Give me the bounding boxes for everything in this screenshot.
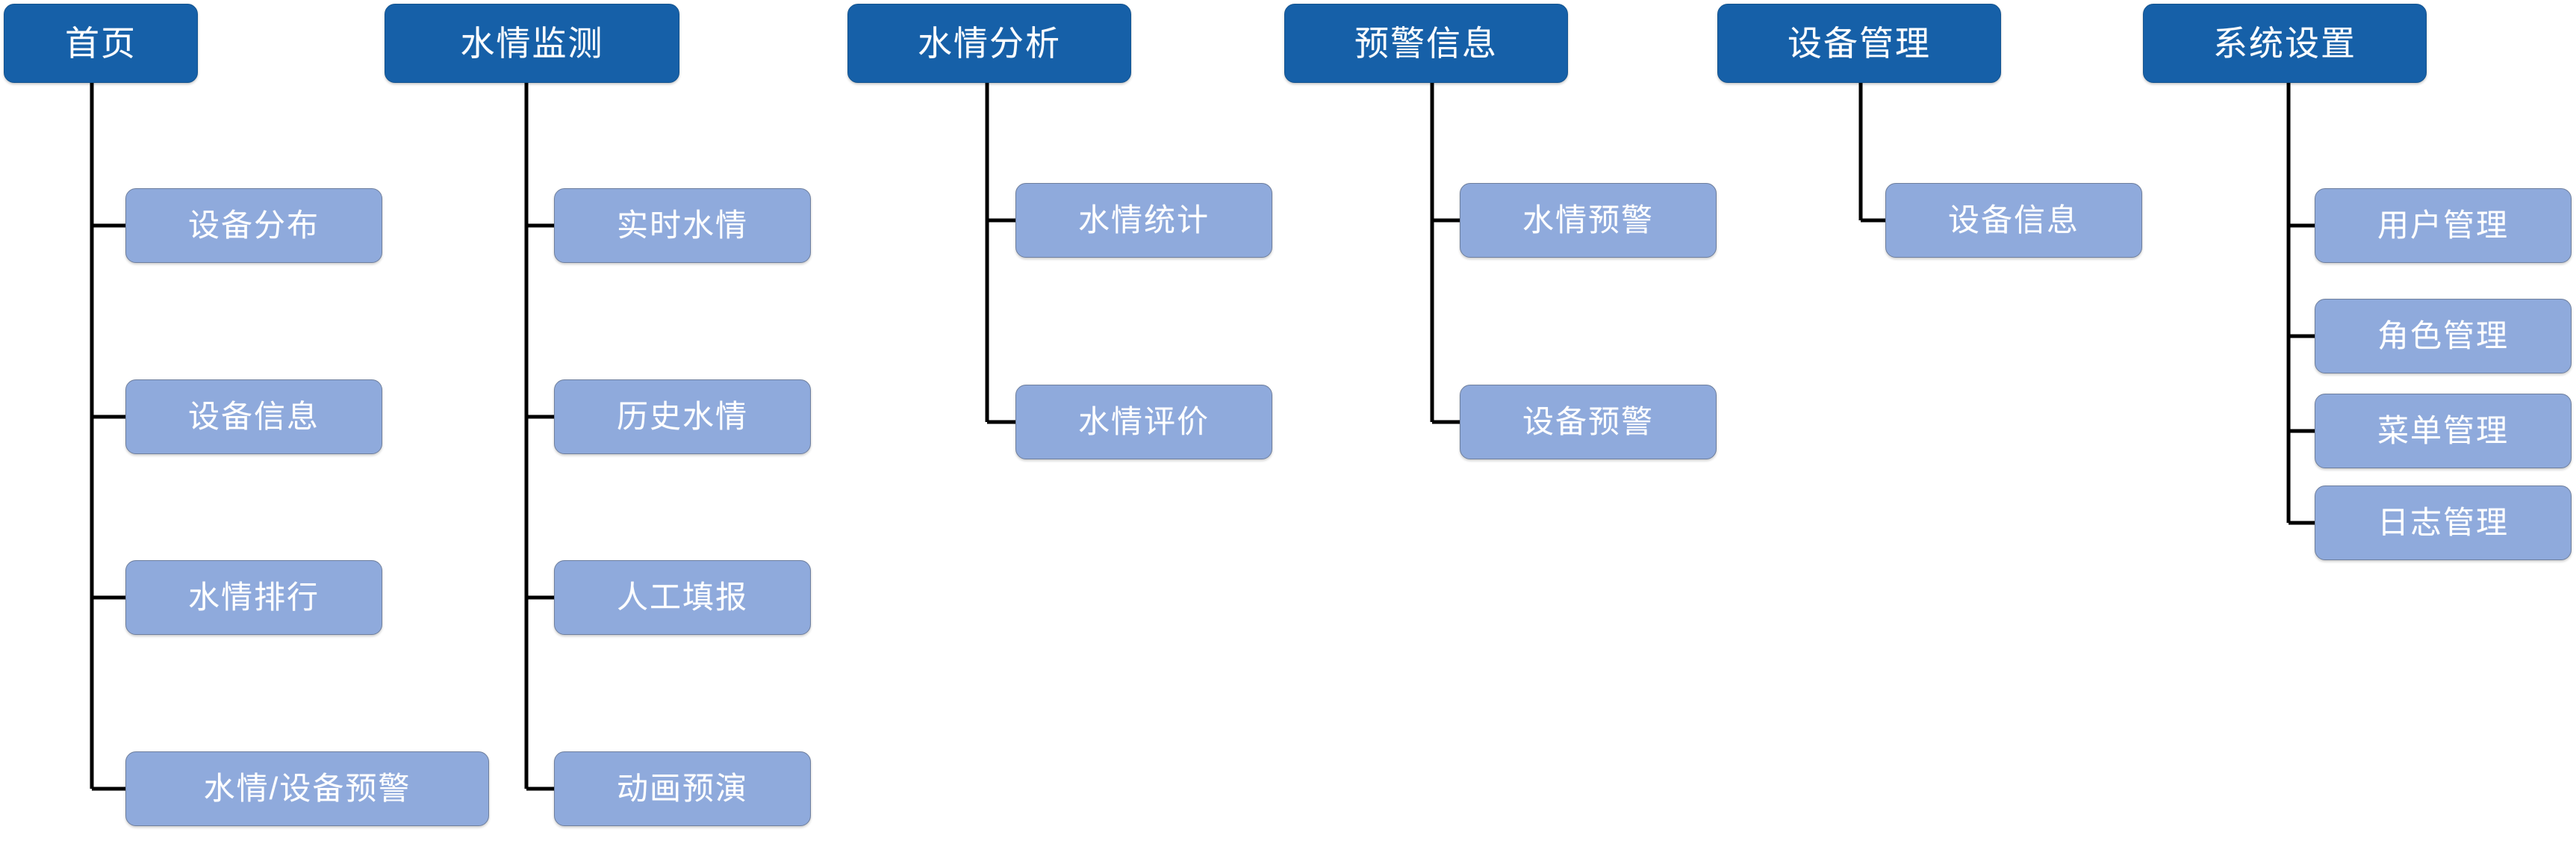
child-node-alarm-info-0-label: 水情预警	[1522, 202, 1654, 238]
child-node-system-settings-2-label: 菜单管理	[2377, 413, 2509, 448]
root-node-system-settings-label: 系统设置	[2213, 24, 2356, 63]
child-node-water-analysis-1[interactable]: 水情评价	[1015, 385, 1272, 459]
child-node-water-analysis-0[interactable]: 水情统计	[1015, 183, 1272, 258]
root-node-water-monitoring-label: 水情监测	[460, 24, 604, 63]
child-node-home-3-label: 水情/设备预警	[203, 771, 411, 806]
child-node-alarm-info-1-label: 设备预警	[1522, 404, 1654, 439]
root-node-system-settings[interactable]: 系统设置	[2143, 4, 2427, 83]
child-node-home-1-label: 设备信息	[187, 399, 320, 434]
child-node-system-settings-0[interactable]: 用户管理	[2315, 188, 2572, 263]
child-node-alarm-info-0[interactable]: 水情预警	[1460, 183, 1717, 258]
child-node-water-monitoring-0-label: 实时水情	[616, 208, 748, 243]
root-node-alarm-info[interactable]: 预警信息	[1284, 4, 1568, 83]
root-node-water-analysis-label: 水情分析	[918, 24, 1061, 63]
child-node-water-monitoring-1-label: 历史水情	[616, 399, 748, 434]
root-node-home[interactable]: 首页	[4, 4, 198, 83]
child-node-water-monitoring-2-label: 人工填报	[616, 580, 748, 615]
child-node-system-settings-1[interactable]: 角色管理	[2315, 299, 2572, 373]
child-node-system-settings-3[interactable]: 日志管理	[2315, 486, 2572, 560]
root-node-device-management[interactable]: 设备管理	[1717, 4, 2001, 83]
root-node-device-management-label: 设备管理	[1788, 24, 1931, 63]
child-node-device-management-0[interactable]: 设备信息	[1885, 183, 2142, 258]
child-node-system-settings-3-label: 日志管理	[2377, 505, 2509, 540]
child-node-system-settings-1-label: 角色管理	[2377, 318, 2509, 353]
child-node-water-monitoring-1[interactable]: 历史水情	[554, 379, 811, 454]
child-node-home-3[interactable]: 水情/设备预警	[125, 751, 489, 826]
child-node-system-settings-2[interactable]: 菜单管理	[2315, 394, 2572, 468]
child-node-home-2-label: 水情排行	[187, 580, 320, 615]
child-node-alarm-info-1[interactable]: 设备预警	[1460, 385, 1717, 459]
child-node-water-monitoring-3-label: 动画预演	[616, 771, 748, 806]
child-node-water-analysis-1-label: 水情评价	[1077, 404, 1210, 439]
root-node-home-label: 首页	[65, 24, 137, 63]
child-node-home-0-label: 设备分布	[187, 208, 320, 243]
child-node-home-1[interactable]: 设备信息	[125, 379, 382, 454]
child-node-home-0[interactable]: 设备分布	[125, 188, 382, 263]
child-node-system-settings-0-label: 用户管理	[2377, 208, 2509, 243]
child-node-home-2[interactable]: 水情排行	[125, 560, 382, 635]
root-node-alarm-info-label: 预警信息	[1354, 24, 1498, 63]
child-node-device-management-0-label: 设备信息	[1947, 202, 2079, 238]
root-node-water-analysis[interactable]: 水情分析	[847, 4, 1131, 83]
child-node-water-monitoring-0[interactable]: 实时水情	[554, 188, 811, 263]
child-node-water-monitoring-2[interactable]: 人工填报	[554, 560, 811, 635]
child-node-water-monitoring-3[interactable]: 动画预演	[554, 751, 811, 826]
child-node-water-analysis-0-label: 水情统计	[1077, 202, 1210, 238]
root-node-water-monitoring[interactable]: 水情监测	[385, 4, 679, 83]
